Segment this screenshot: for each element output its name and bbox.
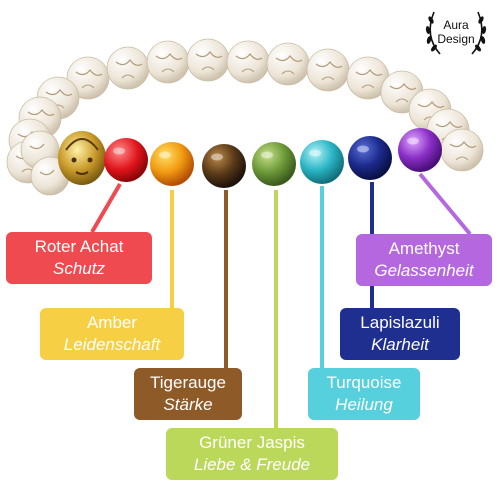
label-roter-achat: Roter Achat Schutz: [6, 232, 152, 284]
stone-meaning: Gelassenheit: [374, 261, 474, 280]
bead-amethyst: [398, 128, 442, 172]
bead-amber: [150, 142, 194, 186]
stone-name: Turquoise: [326, 373, 402, 392]
stone-name: Grüner Jaspis: [199, 433, 305, 452]
white-bead: [226, 40, 270, 84]
laurel-wreath-icon: [425, 11, 487, 55]
label-lapislazuli: Lapislazuli Klarheit: [340, 308, 460, 360]
label-amber: Amber Leidenschaft: [40, 308, 184, 360]
stone-meaning: Heilung: [335, 395, 393, 414]
white-bead: [440, 128, 484, 172]
label-tigerauge: Tigerauge Stärke: [134, 368, 242, 420]
stone-name: Tigerauge: [150, 373, 226, 392]
stone-name: Amber: [86, 313, 138, 332]
stone-meaning: Stärke: [163, 395, 213, 414]
stone-name: Amethyst: [388, 239, 460, 258]
bead-lapislazuli: [348, 136, 392, 180]
white-bead: [266, 42, 310, 86]
logo-line-2: Design: [437, 32, 475, 46]
bead-turquoise: [300, 140, 344, 184]
leader-line-roter-achat: [90, 182, 122, 234]
logo-line-1: Aura: [443, 18, 469, 32]
leader-line-amethyst: [418, 172, 472, 236]
white-bead: [186, 38, 230, 82]
stone-name: Roter Achat: [34, 237, 124, 256]
bead-gruener-jaspis: [252, 142, 296, 186]
stone-meaning: Liebe & Freude: [193, 455, 311, 474]
bead-roter-achat: [104, 138, 148, 182]
white-bead: [106, 46, 150, 90]
chakra-beads: [104, 128, 442, 188]
buddha-head-bead: [58, 131, 106, 185]
bead-tigerauge: [202, 144, 246, 188]
label-gruener-jaspis: Grüner Jaspis Liebe & Freude: [166, 428, 338, 480]
label-turquoise: Turquoise Heilung: [308, 368, 420, 420]
label-amethyst: Amethyst Gelassenheit: [356, 234, 492, 286]
white-bead: [306, 48, 350, 92]
stone-meaning: Schutz: [53, 259, 105, 278]
white-bead: [146, 40, 190, 84]
aura-design-logo: Aura Design: [418, 6, 494, 58]
stone-meaning: Leidenschaft: [63, 335, 161, 354]
stone-meaning: Klarheit: [371, 335, 429, 354]
stone-name: Lapislazuli: [360, 313, 440, 332]
white-bead: [66, 56, 110, 100]
